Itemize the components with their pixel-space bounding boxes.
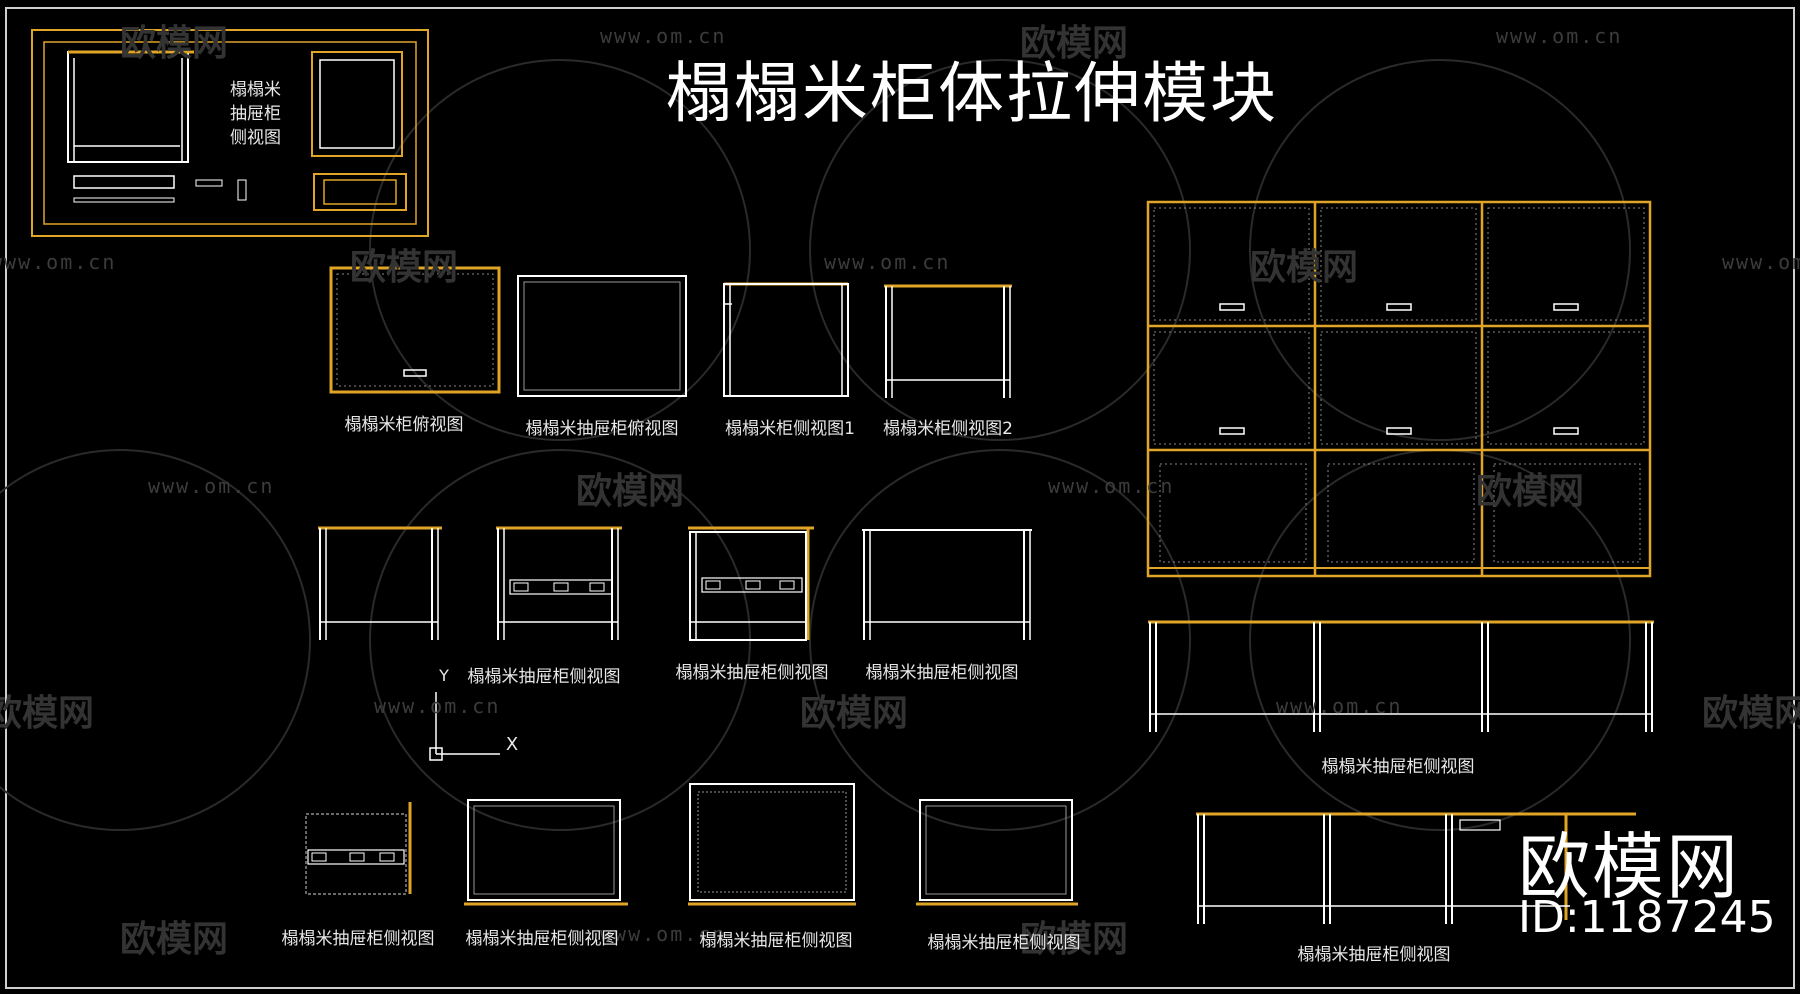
watermark-url: www.om.cn — [148, 474, 275, 498]
label-drawer-side-view: 榻榻米抽屉柜侧视图 — [865, 663, 1019, 683]
watermark-logo: 欧模网 — [120, 23, 229, 64]
watermark-url: www.om.cn — [824, 250, 951, 274]
label-drawer-side-view: 榻榻米抽屉柜侧视图 — [1297, 945, 1451, 965]
drawing-border — [5, 7, 1795, 989]
watermark-logo: 欧模网 — [1020, 919, 1129, 960]
watermark-url: www.om.cn — [600, 24, 727, 48]
inset-label-line: 榻榻米 — [230, 80, 281, 100]
watermark-url: www.om.cn — [1276, 694, 1403, 718]
watermark-logo: 欧模网 — [800, 693, 909, 734]
label-side-view-2: 榻榻米柜侧视图2 — [883, 419, 1013, 439]
drawer-side-view-e-drawing — [305, 802, 412, 895]
label-drawer-side-view: 榻榻米抽屉柜侧视图 — [927, 933, 1081, 953]
ucs-axis-icon — [429, 692, 500, 761]
drawer-side-view-g-drawing — [688, 783, 856, 906]
watermark-logo: 欧模网 — [1702, 693, 1800, 734]
drawer-side-view-a-drawing — [318, 526, 442, 640]
drawer-top-view-drawing — [517, 275, 687, 397]
watermark-logo: 欧模网 — [576, 471, 685, 512]
inset-label-line: 侧视图 — [230, 128, 281, 148]
label-drawer-side-view: 榻榻米抽屉柜侧视图 — [465, 929, 619, 949]
watermark-logo: 欧模网 — [120, 919, 229, 960]
label-top-view: 榻榻米柜俯视图 — [344, 415, 464, 435]
brand-id: ID:1187245 — [1518, 892, 1776, 943]
label-drawer-side-view: 榻榻米抽屉柜侧视图 — [281, 929, 435, 949]
axis-x-label: X — [505, 734, 519, 755]
watermark-logo: 欧模网 — [1020, 23, 1129, 64]
label-drawer-side-view: 榻榻米抽屉柜侧视图 — [699, 931, 853, 951]
watermark-logo: 欧模网 — [1250, 247, 1359, 288]
page-title: 榻榻米柜体拉伸模块 — [666, 55, 1278, 132]
bottom-drawer-side-view-drawing — [1196, 812, 1636, 924]
watermark-url: www.om.cn — [1496, 24, 1623, 48]
brand-logo: 欧模网 — [1518, 825, 1741, 909]
side-view-2-drawing — [884, 284, 1012, 398]
watermark-logo: 欧模网 — [350, 247, 459, 288]
drawer-side-view-b-drawing — [496, 526, 622, 640]
cabinet-grid-drawing — [1146, 200, 1652, 578]
side-view-1-drawing — [723, 282, 849, 397]
drawer-side-view-d-drawing — [862, 529, 1032, 640]
inset-label-line: 抽屉柜 — [230, 104, 281, 124]
long-drawer-side-view-drawing — [1148, 620, 1654, 732]
label-drawer-side-view: 榻榻米抽屉柜侧视图 — [467, 667, 621, 687]
label-drawer-side-view: 榻榻米抽屉柜侧视图 — [675, 663, 829, 683]
watermark-url: www.om.cn — [600, 922, 727, 946]
drawer-side-view-c-drawing — [688, 526, 814, 641]
watermark-url: www.om.cn — [1722, 250, 1800, 274]
label-drawer-side-view: 榻榻米抽屉柜侧视图 — [1321, 757, 1475, 777]
drawer-side-view-f-drawing — [464, 799, 628, 906]
inset-label: 榻榻米 抽屉柜 侧视图 — [230, 78, 281, 150]
watermark-url: www.om.cn — [1048, 474, 1175, 498]
watermark-logo: 欧模网 — [0, 693, 95, 734]
axis-y-label: Y — [439, 666, 449, 685]
drawer-side-view-h-drawing — [916, 799, 1078, 906]
watermark-url: www.om.cn — [374, 694, 501, 718]
label-side-view-1: 榻榻米柜侧视图1 — [725, 419, 855, 439]
top-view-drawing — [329, 266, 501, 394]
watermark-url: www.om.cn — [0, 250, 117, 274]
inset-panel — [31, 29, 429, 237]
watermark-logo: 欧模网 — [1476, 471, 1585, 512]
label-drawer-top-view: 榻榻米抽屉柜俯视图 — [525, 419, 679, 439]
